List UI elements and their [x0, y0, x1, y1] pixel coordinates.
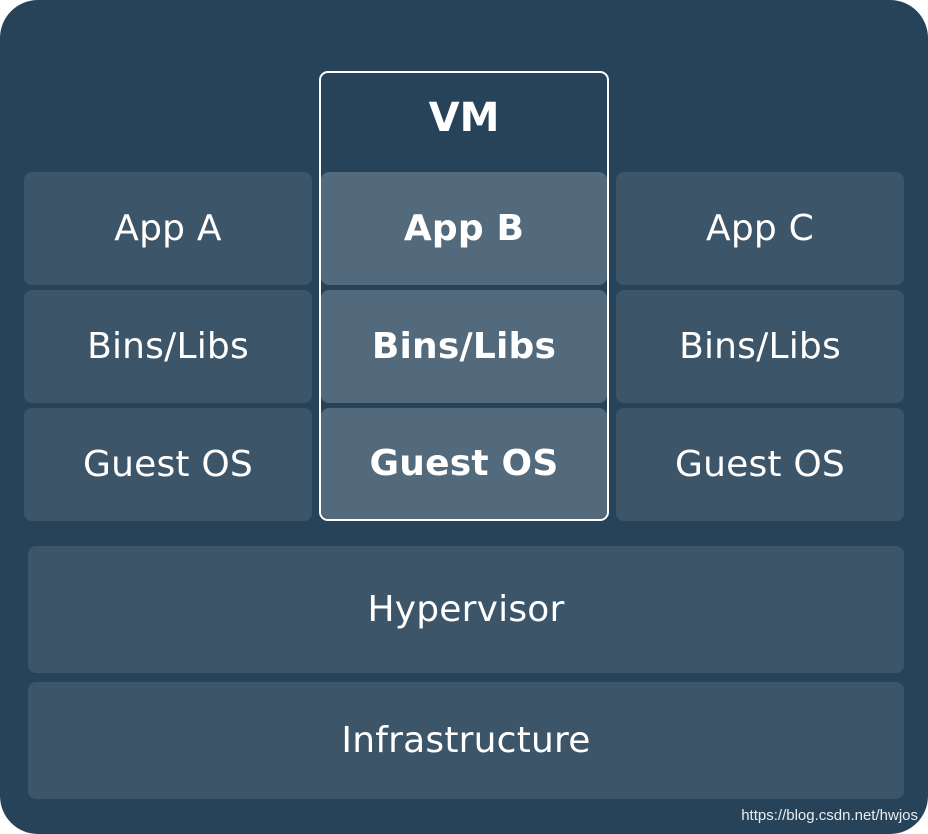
app-a-block: App A	[24, 172, 312, 285]
guest-os-c-block: Guest OS	[616, 408, 904, 521]
app-c-block: App C	[616, 172, 904, 285]
infrastructure-block: Infrastructure	[28, 682, 904, 799]
app-b-block: App B	[321, 172, 607, 285]
bins-libs-c-block: Bins/Libs	[616, 290, 904, 403]
bins-libs-a-block: Bins/Libs	[24, 290, 312, 403]
guest-os-b-block: Guest OS	[321, 408, 607, 519]
watermark-text: https://blog.csdn.net/hwjos	[741, 807, 918, 824]
vm-label: VM	[428, 95, 500, 141]
guest-os-a-block: Guest OS	[24, 408, 312, 521]
hypervisor-block: Hypervisor	[28, 546, 904, 673]
bins-libs-b-block: Bins/Libs	[321, 290, 607, 403]
